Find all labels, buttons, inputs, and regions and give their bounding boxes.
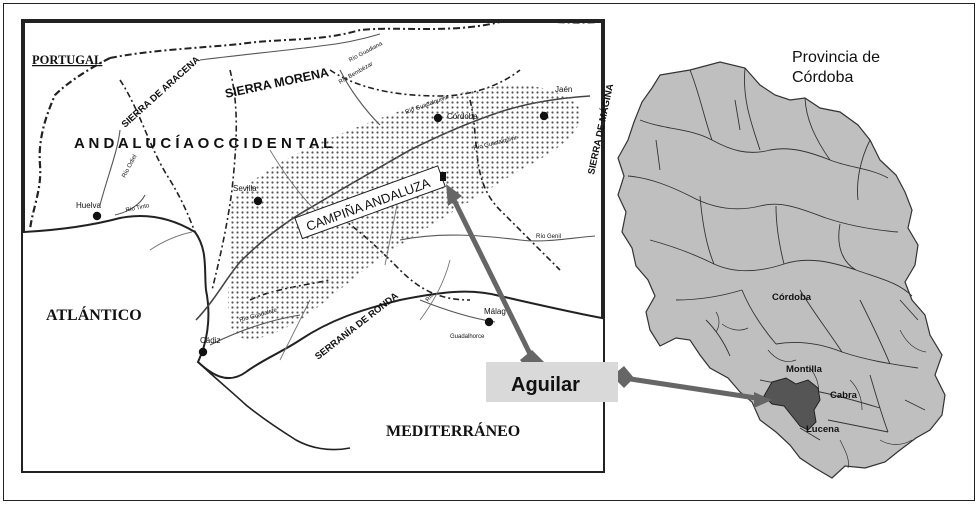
river-guadiana (199, 33, 381, 61)
city-label-malaga: Málag (484, 307, 506, 316)
city-dot-sevilla (253, 196, 263, 206)
river-genil (399, 234, 596, 242)
aguilar-area (763, 377, 821, 431)
label-portugal: PORTUGAL (32, 53, 102, 67)
border-north (109, 20, 599, 59)
cordoba-province-map: Provincia de Córdoba Córdoba Montilla Ca… (617, 49, 946, 479)
city-dot-huelva (92, 211, 102, 221)
river-label-tinto: Río Tinto (125, 203, 150, 214)
province-label-lucena: Lucena (806, 424, 840, 435)
province-borders (119, 69, 561, 301)
province-label-cabra: Cabra (830, 390, 858, 401)
city-label-cadiz: Cádiz (200, 336, 220, 345)
river-label-genil: Río Genil (536, 234, 561, 240)
campina-region (227, 85, 581, 340)
coastline-south (197, 361, 351, 451)
border-portugal (28, 57, 111, 231)
province-shape (617, 61, 946, 479)
province-title-line2: Córdoba (792, 69, 853, 86)
river-label-guadalhorce: Guadalhorce (450, 334, 485, 340)
city-dot-cadiz (198, 347, 208, 357)
province-title-line1: Provincia de (792, 49, 880, 66)
river-tinto (114, 194, 146, 216)
city-label-cordoba: Córdoba (447, 112, 478, 121)
region-title: A N D A L U C Í A O C C I D E N T A L (74, 135, 332, 152)
city-label-huelva: Huelva (76, 201, 101, 210)
city-dot-malaga (484, 317, 494, 327)
river-label-rio: Río (425, 292, 436, 304)
city-label-jaen: Jaén (555, 85, 572, 94)
arrowhead-province (754, 392, 772, 408)
city-label-sevilla: Sevilla (233, 184, 257, 193)
figure-frame (3, 3, 975, 501)
aguilar-callout: Aguilar (446, 184, 772, 408)
label-atlantic: ATLÁNTICO (46, 305, 142, 324)
arrow-to-campina (451, 198, 535, 360)
arrowhead-campina (446, 184, 462, 206)
municipal-borders (627, 67, 926, 441)
aguilar-marker (440, 172, 446, 181)
aguilar-label-box (486, 362, 618, 402)
andalusia-map: PORTUGAL A N D A L U C Í A O C C I D E N… (21, 19, 616, 473)
arrow-to-province (623, 375, 757, 401)
province-label-cordoba: Córdoba (772, 292, 812, 303)
province-label-montilla: Montilla (786, 364, 823, 375)
city-dot-jaen (539, 111, 549, 121)
city-dot-cordoba (433, 113, 443, 123)
municipal-borders-small (715, 311, 927, 469)
river-odiel (99, 129, 121, 206)
label-mediterranean: MEDITERRÁNEO (386, 421, 520, 440)
aguilar-label: Aguilar (511, 374, 580, 396)
